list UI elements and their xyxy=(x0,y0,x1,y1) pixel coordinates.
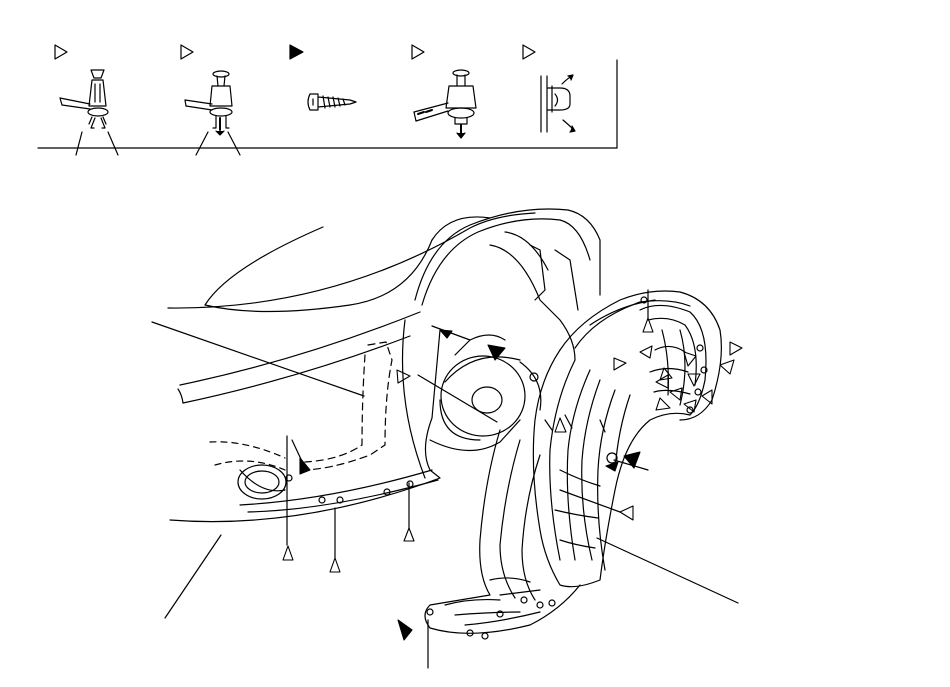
screw-marker xyxy=(487,344,506,361)
tapping-screw-icon xyxy=(307,93,357,111)
clip-marker xyxy=(701,389,713,405)
strut-tower xyxy=(489,231,576,361)
legend-marker-5 xyxy=(522,44,536,60)
fastener-markers xyxy=(282,317,743,641)
headlight-outline xyxy=(204,226,433,313)
legend-marker-2 xyxy=(180,44,194,60)
liner-body xyxy=(532,349,691,588)
clip-marker xyxy=(554,417,567,433)
hood-line xyxy=(167,212,536,309)
bumper-side-line xyxy=(401,319,426,479)
screw-marker xyxy=(299,457,311,475)
strut-mount xyxy=(440,355,526,437)
legend-marker-4 xyxy=(411,44,425,60)
clip-marker xyxy=(642,317,654,333)
liner-outer-edge xyxy=(559,290,722,421)
clip-marker xyxy=(655,374,669,389)
clip-marker xyxy=(683,351,697,367)
clip-marker xyxy=(329,557,341,573)
strut-assembly xyxy=(429,231,579,452)
clip-marker xyxy=(655,397,671,411)
bumper-lower-edge xyxy=(169,329,441,523)
vehicle-body xyxy=(167,208,601,523)
clip-marker xyxy=(282,545,294,561)
liner-lower xyxy=(424,429,581,634)
fastener-legend xyxy=(37,44,618,156)
fog-light xyxy=(237,464,287,500)
clip-marker xyxy=(619,505,634,521)
leader-liner-inner xyxy=(559,489,621,513)
fender-front-edge xyxy=(177,388,184,404)
fog-light-recess xyxy=(209,441,286,471)
fender-liner xyxy=(424,290,722,640)
clip-marker xyxy=(683,399,697,413)
twist-clip-icon xyxy=(413,69,477,139)
clip-marker xyxy=(396,369,411,384)
grommet-clip-icon xyxy=(540,74,576,133)
leader-bumper-lower xyxy=(164,534,222,619)
fender-arch xyxy=(414,208,601,306)
push-clip-icon xyxy=(59,69,119,156)
screw-marker xyxy=(397,619,413,641)
screw-marker xyxy=(623,451,641,469)
clip-marker xyxy=(687,373,701,387)
clip-marker xyxy=(659,367,673,381)
clip-marker xyxy=(403,527,415,542)
push-rivet-icon xyxy=(184,70,241,156)
leader-bumper-side xyxy=(417,374,498,423)
clip-marker xyxy=(613,357,627,371)
leader-bumper-bracket xyxy=(151,321,365,397)
bumper-bracket-dashed xyxy=(299,341,393,471)
leader-fender-liner xyxy=(596,537,739,604)
bumper-upper-crease xyxy=(179,311,421,404)
legend-marker-1 xyxy=(54,44,68,60)
clip-marker xyxy=(729,341,743,356)
bumper-lower-flange xyxy=(239,469,439,513)
clip-marker xyxy=(669,387,683,401)
clip-marker xyxy=(639,345,653,359)
legend-marker-3 xyxy=(289,44,304,60)
callout-leaders xyxy=(151,289,739,669)
clip-marker xyxy=(719,359,735,375)
